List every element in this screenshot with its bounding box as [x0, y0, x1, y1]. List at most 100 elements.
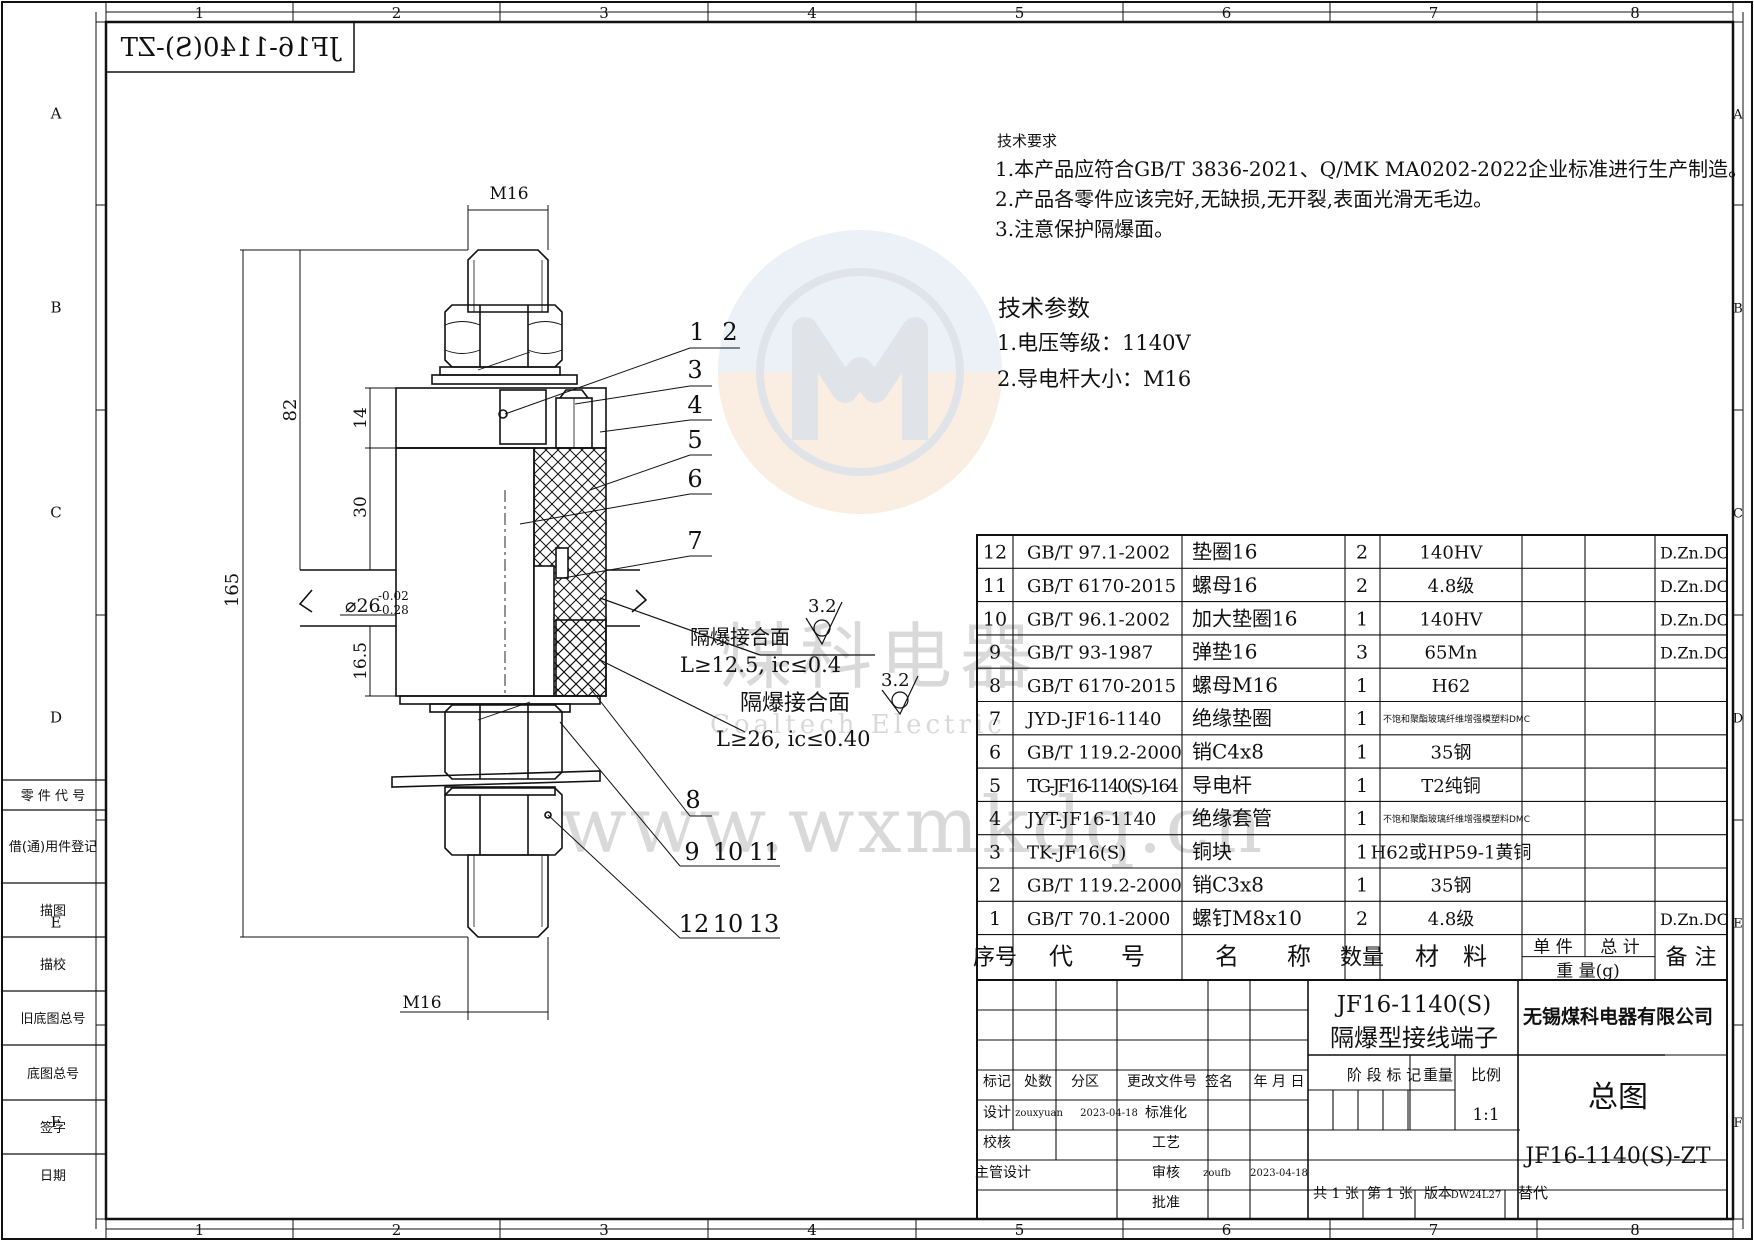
bom-qty: 1: [1356, 741, 1368, 763]
left-record-label: 旧底图总号: [20, 1011, 85, 1027]
chief-label: 主管设计: [975, 1165, 1031, 1181]
zone-col-bottom: 8: [1630, 1221, 1640, 1239]
mirrored-code: JF16-1140(S)-ZT: [120, 33, 342, 63]
bom-no: 5: [989, 775, 1001, 797]
flame-path-2-spec: L≥26, ic≤0.40: [716, 727, 870, 751]
dim-bottom-thread: M16: [402, 993, 441, 1013]
bom-no: 4: [989, 808, 1001, 830]
watermark-text-en: Coaltech Electric: [710, 710, 1006, 740]
sheets-total: 共 1 张: [1313, 1186, 1359, 1202]
reviewer-name: zoufb: [1203, 1168, 1231, 1179]
zone-col-bottom: 2: [392, 1221, 402, 1239]
designer-name: zouxyuan: [1015, 1108, 1063, 1119]
rev-h-zone: 分区: [1071, 1074, 1099, 1090]
bom-name: 垫圈16: [1192, 540, 1257, 564]
balloon-b3: 3: [687, 356, 702, 384]
zone-col-top: 8: [1630, 4, 1640, 22]
dim-diameter-lower-tol: -0.28: [378, 603, 409, 617]
stage-mark-label: 阶 段 标 记: [1347, 1066, 1421, 1084]
zone-row-left: A: [50, 105, 62, 123]
balloon-b9: 9: [684, 838, 699, 866]
bom-no: 6: [989, 741, 1001, 763]
flame-path-1-spec: L≥12.5, ic≤0.4: [680, 653, 841, 677]
rev-h-sign: 签名: [1205, 1073, 1233, 1090]
bom-qty: 1: [1356, 608, 1368, 630]
rev-h-mark: 标记: [983, 1074, 1011, 1090]
bom-qty: 2: [1356, 542, 1368, 564]
balloon-b4: 4: [687, 391, 702, 419]
bom-h-total: 总 计: [1600, 938, 1639, 958]
left-record-label: 日期: [40, 1169, 66, 1184]
left-record-label: 签字: [40, 1120, 66, 1136]
replace-label: 替代: [1518, 1184, 1548, 1202]
left-record-label: 描校: [40, 957, 66, 973]
bom-material: 不饱和聚酯玻璃纤维增强模塑料DMC: [1383, 713, 1530, 725]
balloon-b5: 5: [687, 426, 702, 454]
bom-no: 8: [989, 675, 1001, 697]
zone-col-bottom: 4: [807, 1221, 817, 1239]
review-date: 2023-04-18: [1250, 1168, 1308, 1179]
bom-h-remark: 备 注: [1666, 946, 1717, 971]
approve-label: 批准: [1152, 1195, 1180, 1211]
bom-material: 140HV: [1419, 543, 1483, 564]
zone-row-right: C: [1733, 507, 1743, 522]
bom-material: 140HV: [1419, 609, 1483, 630]
rev-h-docno: 更改文件号: [1127, 1074, 1197, 1090]
bom-name: 导电杆: [1192, 773, 1252, 797]
roughness-value-2: 3.2: [881, 670, 910, 691]
balloon-b1: 1: [689, 318, 704, 346]
zone-col-top: 7: [1429, 4, 1439, 22]
zone-col-bottom: 1: [195, 1221, 205, 1239]
bom-code: TG-JF16-1140(S)-164: [1027, 776, 1179, 797]
tech-param-item-2: 2.导电杆大小：M16: [997, 367, 1191, 391]
bom-no: 9: [989, 642, 1001, 664]
title-block-text: JF16-1140(S) 隔爆型接线端子 无锡煤科电器有限公司 总图 JF16-…: [975, 992, 1713, 1211]
left-record-label: 零 件 代 号: [21, 789, 85, 804]
product-code: JF16-1140(S): [1335, 992, 1491, 1018]
bom-qty: 2: [1356, 908, 1368, 930]
balloon-b6: 6: [687, 465, 702, 493]
left-record-block: [2, 779, 106, 1155]
zone-row-left: B: [50, 299, 61, 317]
bom-no: 1: [989, 908, 1001, 930]
bom-name: 绝缘垫圈: [1192, 706, 1272, 730]
design-label: 设计: [983, 1105, 1011, 1121]
zone-row-left: F: [51, 1113, 61, 1131]
bom-material: 4.8级: [1428, 909, 1475, 930]
bom-material: 35钢: [1431, 876, 1472, 897]
left-record-label: 描图: [40, 904, 66, 919]
bom-material: H62: [1432, 676, 1471, 697]
bom-h-code: 代 号: [1049, 943, 1145, 971]
terminal-section-view: [298, 249, 648, 938]
bom-no: 10: [983, 608, 1007, 630]
drawing-number: JF16-1140(S)-ZT: [1523, 1144, 1710, 1169]
bom-material: T2纯铜: [1421, 776, 1480, 797]
zone-row-right: F: [1733, 1116, 1742, 1131]
tech-req-heading: 技术要求: [997, 132, 1057, 150]
rev-h-date: 年 月 日: [1254, 1074, 1305, 1090]
bom-name: 螺钉M8x10: [1192, 906, 1302, 930]
dimension-lines: [240, 205, 549, 1020]
dim-14: 14: [351, 407, 371, 429]
scale-value: 1:1: [1472, 1105, 1499, 1125]
sheet-number: 第 1 张: [1367, 1185, 1413, 1202]
balloon-b7: 7: [687, 527, 702, 555]
review-label: 审核: [1152, 1165, 1180, 1181]
bom-header: 序号代 号名 称数量材 料单 件总 计重 量(g)备 注: [973, 938, 1717, 982]
bom-no: 11: [983, 575, 1007, 597]
zone-col-top: 5: [1015, 4, 1025, 22]
bom-name: 销C3x8: [1192, 873, 1264, 897]
bom-remark: D.Zn.DC: [1660, 544, 1729, 563]
bom-h-material: 材 料: [1415, 943, 1487, 971]
